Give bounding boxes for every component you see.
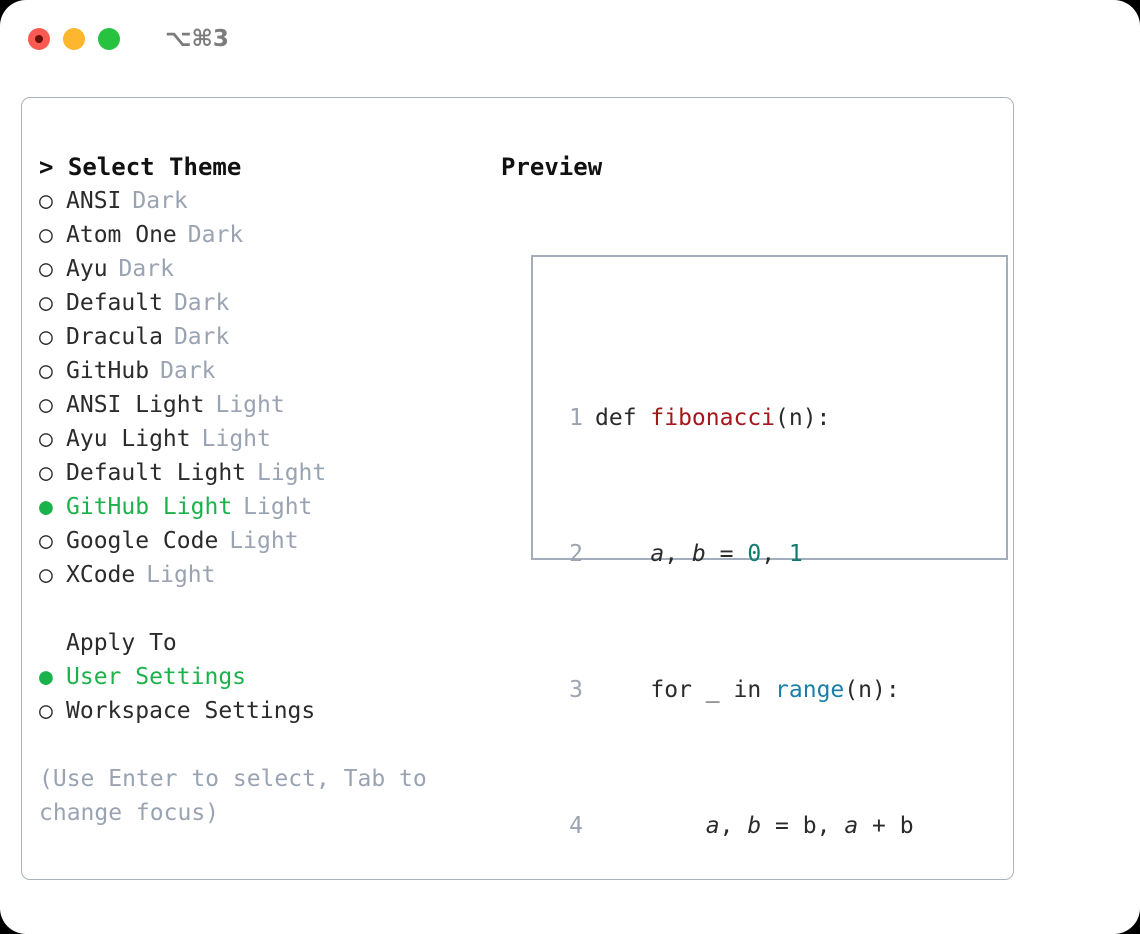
apply-to-option-label: User Settings [66, 664, 247, 690]
theme-name: Atom One [66, 222, 177, 248]
minimize-button-icon[interactable] [63, 28, 85, 50]
theme-name: Google Code [66, 528, 219, 554]
apply-to-label: Apply To [66, 630, 177, 656]
theme-name: Default [66, 290, 163, 316]
theme-name: Default Light [66, 460, 247, 486]
theme-list-item-github[interactable]: ○ GitHub Dark [39, 354, 489, 388]
radio-icon: ○ [39, 222, 53, 248]
apply-to-option-user-settings[interactable]: ● User Settings [39, 660, 489, 694]
keyboard-shortcut-label: ⌥⌘3 [165, 26, 229, 52]
theme-variant: Dark [173, 290, 230, 316]
theme-list-item-atom-one[interactable]: ○ Atom One Dark [39, 218, 489, 252]
code-text: for _ in range(n): [595, 677, 900, 703]
code-token-number: 1 [788, 541, 803, 567]
theme-variant: Dark [118, 256, 174, 282]
theme-variant: Light [257, 460, 327, 486]
theme-name: ANSI Light [66, 392, 205, 418]
select-theme-header: > Select Theme [39, 153, 242, 181]
code-token-function: fibonacci [650, 405, 776, 431]
code-text: def fibonacci(n): [595, 405, 831, 431]
line-number: 3 [569, 677, 583, 703]
apply-to-indent: ○ [39, 626, 66, 660]
theme-list-item-google-code[interactable]: ○ Google Code Light [39, 524, 489, 558]
list-spacer [39, 592, 489, 626]
theme-name: GitHub [66, 358, 150, 384]
line-number: 1 [569, 405, 583, 431]
title-bar: ⌥⌘3 [0, 0, 1140, 78]
theme-variant: Light [215, 392, 285, 418]
theme-name: Ayu [66, 256, 108, 282]
theme-list-item-default-light[interactable]: ○ Default Light Light [39, 456, 489, 490]
theme-list-item-ansi-light[interactable]: ○ ANSI Light Light [39, 388, 489, 422]
window-controls [28, 28, 120, 50]
theme-name: GitHub Light [66, 494, 233, 520]
theme-variant: Light [146, 562, 216, 588]
radio-selected-icon: ● [39, 664, 53, 690]
radio-selected-icon: ● [39, 494, 53, 520]
preview-column: Preview 1 def fibonacci(n): 2 a, b = 0, … [501, 150, 1008, 839]
preview-box: 1 def fibonacci(n): 2 a, b = 0, 1 3 for … [531, 255, 1008, 839]
theme-list-item-default[interactable]: ○ Default Dark [39, 286, 489, 320]
radio-icon: ○ [39, 256, 53, 282]
radio-icon: ○ [39, 426, 53, 452]
radio-icon: ○ [39, 698, 53, 724]
code-line: 3 for _ in range(n): [553, 673, 941, 707]
radio-icon: ○ [39, 358, 53, 384]
maximize-button-icon[interactable] [98, 28, 120, 50]
code-line: 2 a, b = 0, 1 [553, 537, 941, 571]
radio-icon: ○ [39, 562, 53, 588]
code-token-call: range [775, 677, 845, 703]
line-number: 2 [569, 541, 583, 567]
radio-icon: ○ [39, 528, 53, 554]
theme-variant: Dark [187, 222, 244, 248]
keyboard-hint-text: (Use Enter to select, Tab to change focu… [39, 766, 441, 826]
theme-variant: Light [243, 494, 313, 520]
theme-list-item-ayu[interactable]: ○ Ayu Dark [39, 252, 489, 286]
theme-list-item-dracula[interactable]: ○ Dracula Dark [39, 320, 489, 354]
theme-list: ○ ANSI Dark ○ Atom One Dark ○ Ayu Dark [39, 184, 489, 592]
theme-variant: Dark [173, 324, 230, 350]
theme-name: Dracula [66, 324, 163, 350]
theme-picker-column: > Select Theme ○ ANSI Dark ○ Atom One Da… [39, 150, 489, 830]
preview-header: Preview [501, 153, 603, 181]
code-token-number: 0 [747, 541, 762, 567]
theme-variant: Dark [132, 188, 188, 214]
apply-to-title: ○ Apply To [39, 626, 489, 660]
theme-name: XCode [66, 562, 136, 588]
radio-icon: ○ [39, 290, 53, 316]
main-panel: > Select Theme ○ ANSI Dark ○ Atom One Da… [21, 97, 1014, 880]
code-text: a, b = b, a + b [705, 813, 914, 839]
theme-list-item-xcode[interactable]: ○ XCode Light [39, 558, 489, 592]
radio-icon: ○ [39, 460, 53, 486]
code-sample: 1 def fibonacci(n): 2 a, b = 0, 1 3 for … [553, 299, 941, 934]
radio-icon: ○ [39, 392, 53, 418]
code-line: 1 def fibonacci(n): [553, 401, 941, 435]
theme-name: Ayu Light [66, 426, 191, 452]
theme-list-item-ansi[interactable]: ○ ANSI Dark [39, 184, 489, 218]
theme-list-item-github-light[interactable]: ● GitHub Light Light [39, 490, 489, 524]
line-number: 4 [569, 813, 583, 839]
code-text: a, b = 0, 1 [650, 541, 803, 567]
apply-to-option-label: Workspace Settings [66, 698, 316, 724]
close-button-icon[interactable] [28, 28, 50, 50]
theme-variant: Light [229, 528, 299, 554]
radio-icon: ○ [39, 324, 53, 350]
theme-variant: Dark [160, 358, 216, 384]
theme-variant: Light [201, 426, 271, 452]
theme-list-item-ayu-light[interactable]: ○ Ayu Light Light [39, 422, 489, 456]
apply-to-option-workspace-settings[interactable]: ○ Workspace Settings [39, 694, 489, 728]
code-line: 4 a, b = b, a + b [553, 809, 941, 843]
radio-icon: ○ [39, 188, 53, 214]
theme-name: ANSI [66, 188, 122, 214]
